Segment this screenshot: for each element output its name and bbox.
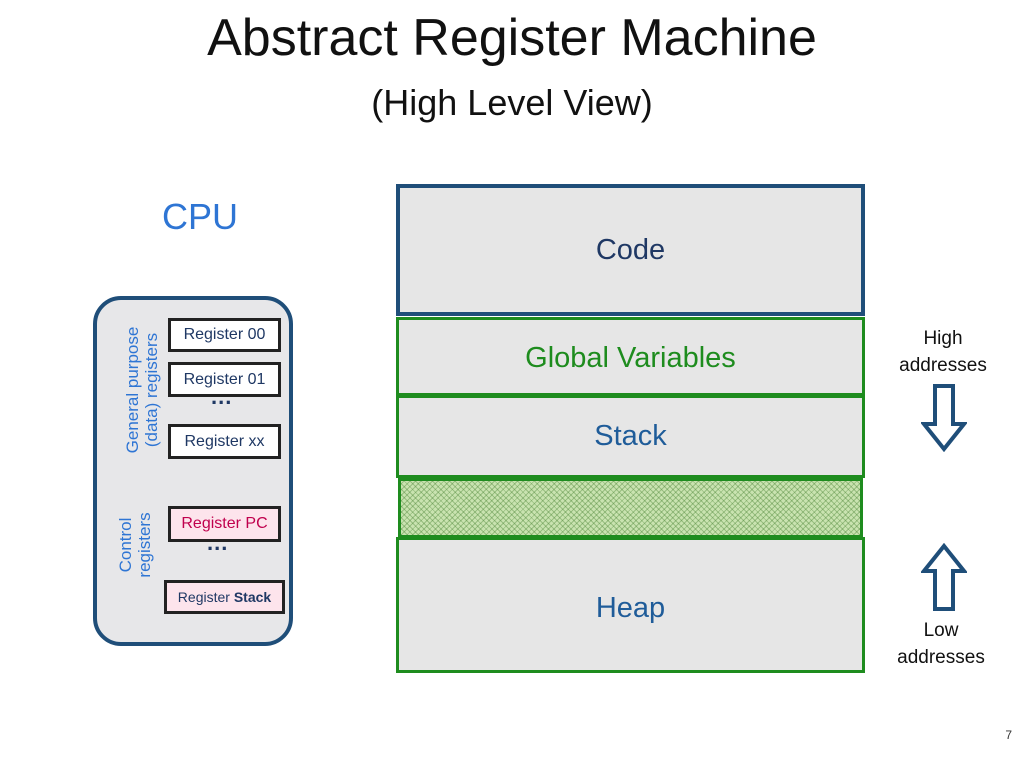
general-purpose-label-line2: (data) registers xyxy=(142,332,161,448)
low-addresses-label: Low addresses xyxy=(886,617,996,671)
register-xx: Register xx xyxy=(168,424,281,459)
general-purpose-registers-label: General purpose (data) registers xyxy=(123,305,163,475)
register-00: Register 00 xyxy=(168,318,281,352)
low-addresses-line2: addresses xyxy=(897,647,985,668)
slide-subtitle: (High Level View) xyxy=(371,82,653,123)
heap-label: Heap xyxy=(595,592,666,624)
control-registers-label: Control registers xyxy=(116,495,156,595)
register-stack-bold: Stack xyxy=(233,589,272,605)
slide-title: Abstract Register Machine xyxy=(207,9,817,67)
register-stack-prefix: Register xyxy=(177,589,234,605)
register-stack: Register Stack xyxy=(164,580,285,614)
high-addresses-line1: High xyxy=(923,328,963,349)
down-arrow-icon xyxy=(921,384,967,452)
low-addresses-line1: Low xyxy=(923,620,959,641)
memory-stack-segment: Stack xyxy=(396,395,865,478)
up-arrow-icon xyxy=(921,543,967,611)
control-label-line2: registers xyxy=(135,512,154,578)
high-addresses-label: High addresses xyxy=(888,325,998,379)
cpu-label: CPU xyxy=(161,196,238,237)
globals-label: Global Variables xyxy=(525,342,736,374)
register-01: Register 01 xyxy=(168,362,281,397)
memory-code-segment: Code xyxy=(396,184,865,316)
register-pc: Register PC xyxy=(168,506,281,542)
free-memory-region xyxy=(398,478,863,538)
high-addresses-line2: addresses xyxy=(899,355,987,376)
general-registers-ellipsis: ... xyxy=(211,384,233,409)
page-number: 7 xyxy=(1005,728,1012,742)
stack-label: Stack xyxy=(594,420,667,452)
memory-heap-segment: Heap xyxy=(396,537,865,673)
control-label-line1: Control xyxy=(116,517,135,573)
control-registers-ellipsis: ... xyxy=(207,530,229,555)
code-label: Code xyxy=(595,234,666,266)
memory-globals-segment: Global Variables xyxy=(396,317,865,396)
general-purpose-label-line1: General purpose xyxy=(123,326,142,454)
